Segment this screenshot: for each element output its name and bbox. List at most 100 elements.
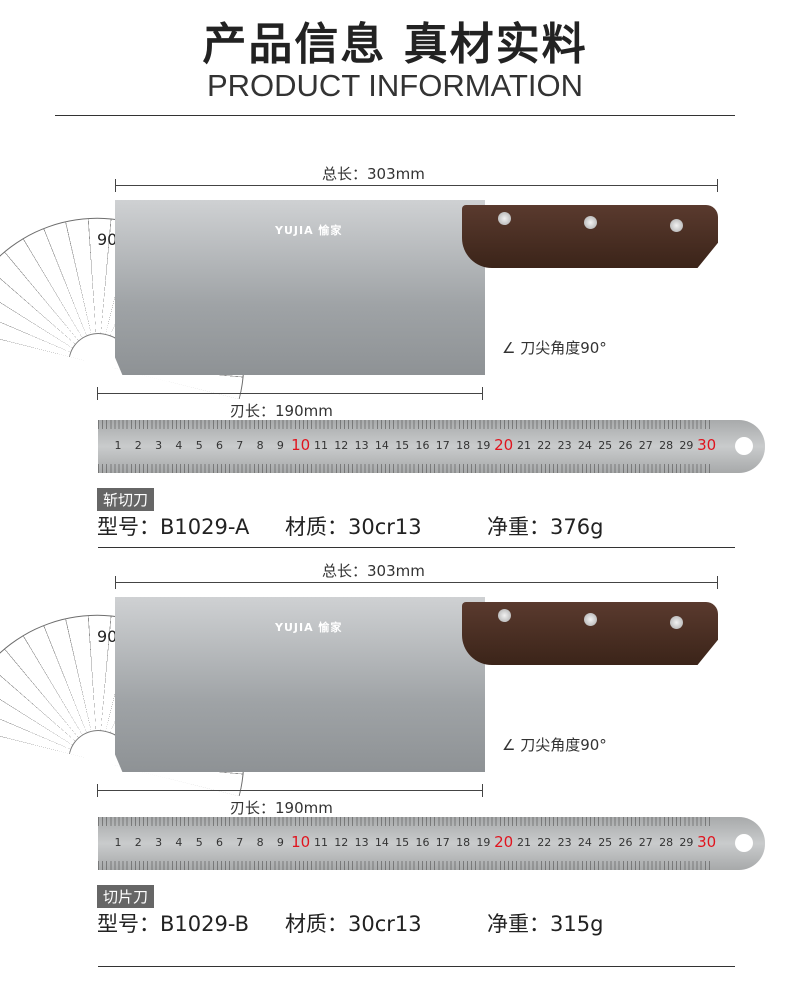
weight-spec: 净重：315g	[487, 912, 604, 936]
product-section: 总长：303mm 90 YUJIA 愉家 ∠ 刀尖角度90° 刃长：190mm …	[0, 397, 790, 936]
ruler-number: 11	[314, 836, 328, 849]
ruler-number: 16	[415, 439, 430, 452]
blade-length-line	[97, 784, 483, 797]
angle-icon: ∠	[502, 736, 521, 754]
knife-blade-image	[115, 597, 485, 772]
total-length-label: 总长：303mm	[322, 562, 425, 580]
ruler-number: 3	[155, 836, 163, 849]
ruler-number: 27	[638, 836, 653, 849]
ruler-number: 16	[415, 836, 430, 849]
protractor-90-label: 90	[97, 230, 118, 249]
page-title: 产品信息 真材实料	[202, 19, 588, 70]
divider	[98, 547, 735, 548]
ruler-number: 6	[216, 439, 223, 452]
ruler-number: 15	[395, 439, 410, 452]
brand-logo: YUJIA 愉家	[275, 224, 343, 237]
ruler-number: 19	[476, 439, 491, 452]
ruler-number: 4	[175, 836, 183, 849]
ruler-number: 25	[598, 439, 613, 452]
ruler-number: 5	[195, 439, 203, 452]
ruler-number: 23	[557, 439, 572, 452]
ruler-number: 2	[134, 836, 142, 849]
blade-length-line	[97, 387, 483, 400]
divider	[98, 966, 735, 967]
protractor-90-label: 90	[97, 627, 118, 646]
tip-angle-text: 刀尖角度90°	[520, 736, 607, 754]
ruler-number: 17	[435, 439, 450, 452]
ruler-number: 7	[236, 439, 244, 452]
material-spec: 材质：30cr13	[285, 515, 422, 539]
ruler-number: 20	[494, 436, 514, 454]
blade-length-label: 刃长：190mm	[230, 799, 333, 817]
total-length-label: 总长：303mm	[322, 165, 425, 183]
ruler-number: 17	[435, 836, 450, 849]
model-spec: 型号：B1029-A	[97, 515, 250, 539]
ruler-number: 9	[276, 439, 284, 452]
ruler-number: 12	[334, 439, 349, 452]
page-subtitle: PRODUCT INFORMATION	[206, 68, 583, 103]
ruler-number: 30	[697, 833, 717, 851]
ruler-number: 6	[216, 836, 223, 849]
ruler-number: 25	[598, 836, 613, 849]
ruler-number: 14	[374, 439, 389, 452]
ruler-number: 29	[679, 836, 694, 849]
ruler-number: 12	[334, 836, 349, 849]
ruler-number: 4	[175, 439, 183, 452]
ruler-number: 27	[638, 439, 653, 452]
knife-type-tag: 斩切刀	[97, 488, 155, 511]
ruler-number: 22	[537, 836, 552, 849]
ruler-number: 29	[679, 439, 694, 452]
ruler-number: 2	[134, 439, 142, 452]
total-length-line	[115, 179, 718, 192]
ruler-number: 5	[195, 836, 203, 849]
angle-icon: ∠	[502, 339, 521, 357]
ruler-number: 24	[577, 439, 592, 452]
rivet	[584, 613, 597, 626]
ruler-number: 26	[618, 439, 633, 452]
ruler-number: 7	[236, 836, 244, 849]
knife-blade-image	[115, 200, 485, 375]
ruler-number: 1	[114, 439, 122, 452]
ruler-number: 15	[395, 836, 410, 849]
ruler-number: 14	[374, 836, 389, 849]
total-length-line	[115, 576, 718, 589]
ruler-number: 21	[517, 439, 531, 452]
ruler-number: 18	[456, 836, 471, 849]
rivet	[498, 609, 511, 622]
ruler-number: 28	[659, 439, 674, 452]
ruler-number: 3	[155, 439, 163, 452]
ruler-number: 20	[494, 833, 514, 851]
tip-angle-text: 刀尖角度90°	[520, 339, 607, 357]
knife-type-tag: 切片刀	[97, 885, 155, 908]
weight-spec: 净重：376g	[487, 515, 604, 539]
rivet	[584, 216, 597, 229]
ruler-number: 26	[618, 836, 633, 849]
ruler-number: 21	[517, 836, 531, 849]
ruler-number: 11	[314, 439, 328, 452]
tip-angle-label: ∠ 刀尖角度90°	[502, 337, 607, 358]
ruler-number: 28	[659, 836, 674, 849]
ruler-number: 23	[557, 836, 572, 849]
ruler-number: 8	[256, 836, 264, 849]
ruler-number: 13	[354, 439, 369, 452]
material-spec: 材质：30cr13	[285, 912, 422, 936]
ruler-number: 8	[256, 439, 264, 452]
rivet	[498, 212, 511, 225]
blade-length-label: 刃长：190mm	[230, 402, 333, 420]
rivet	[670, 616, 683, 629]
rivet	[670, 219, 683, 232]
ruler-number: 1	[114, 836, 122, 849]
ruler-number: 9	[276, 836, 284, 849]
ruler-number: 13	[354, 836, 369, 849]
divider	[55, 115, 735, 116]
ruler-number: 18	[456, 439, 471, 452]
ruler-number: 10	[291, 833, 311, 851]
ruler-number: 10	[291, 436, 311, 454]
product-section: 总长：303mm 90 YUJIA 愉家 ∠ 刀尖角度90° 刃长：190mm …	[0, 0, 790, 539]
tip-angle-label: ∠ 刀尖角度90°	[502, 734, 607, 755]
brand-logo: YUJIA 愉家	[275, 621, 343, 634]
ruler-number: 30	[697, 436, 717, 454]
model-spec: 型号：B1029-B	[97, 912, 250, 936]
